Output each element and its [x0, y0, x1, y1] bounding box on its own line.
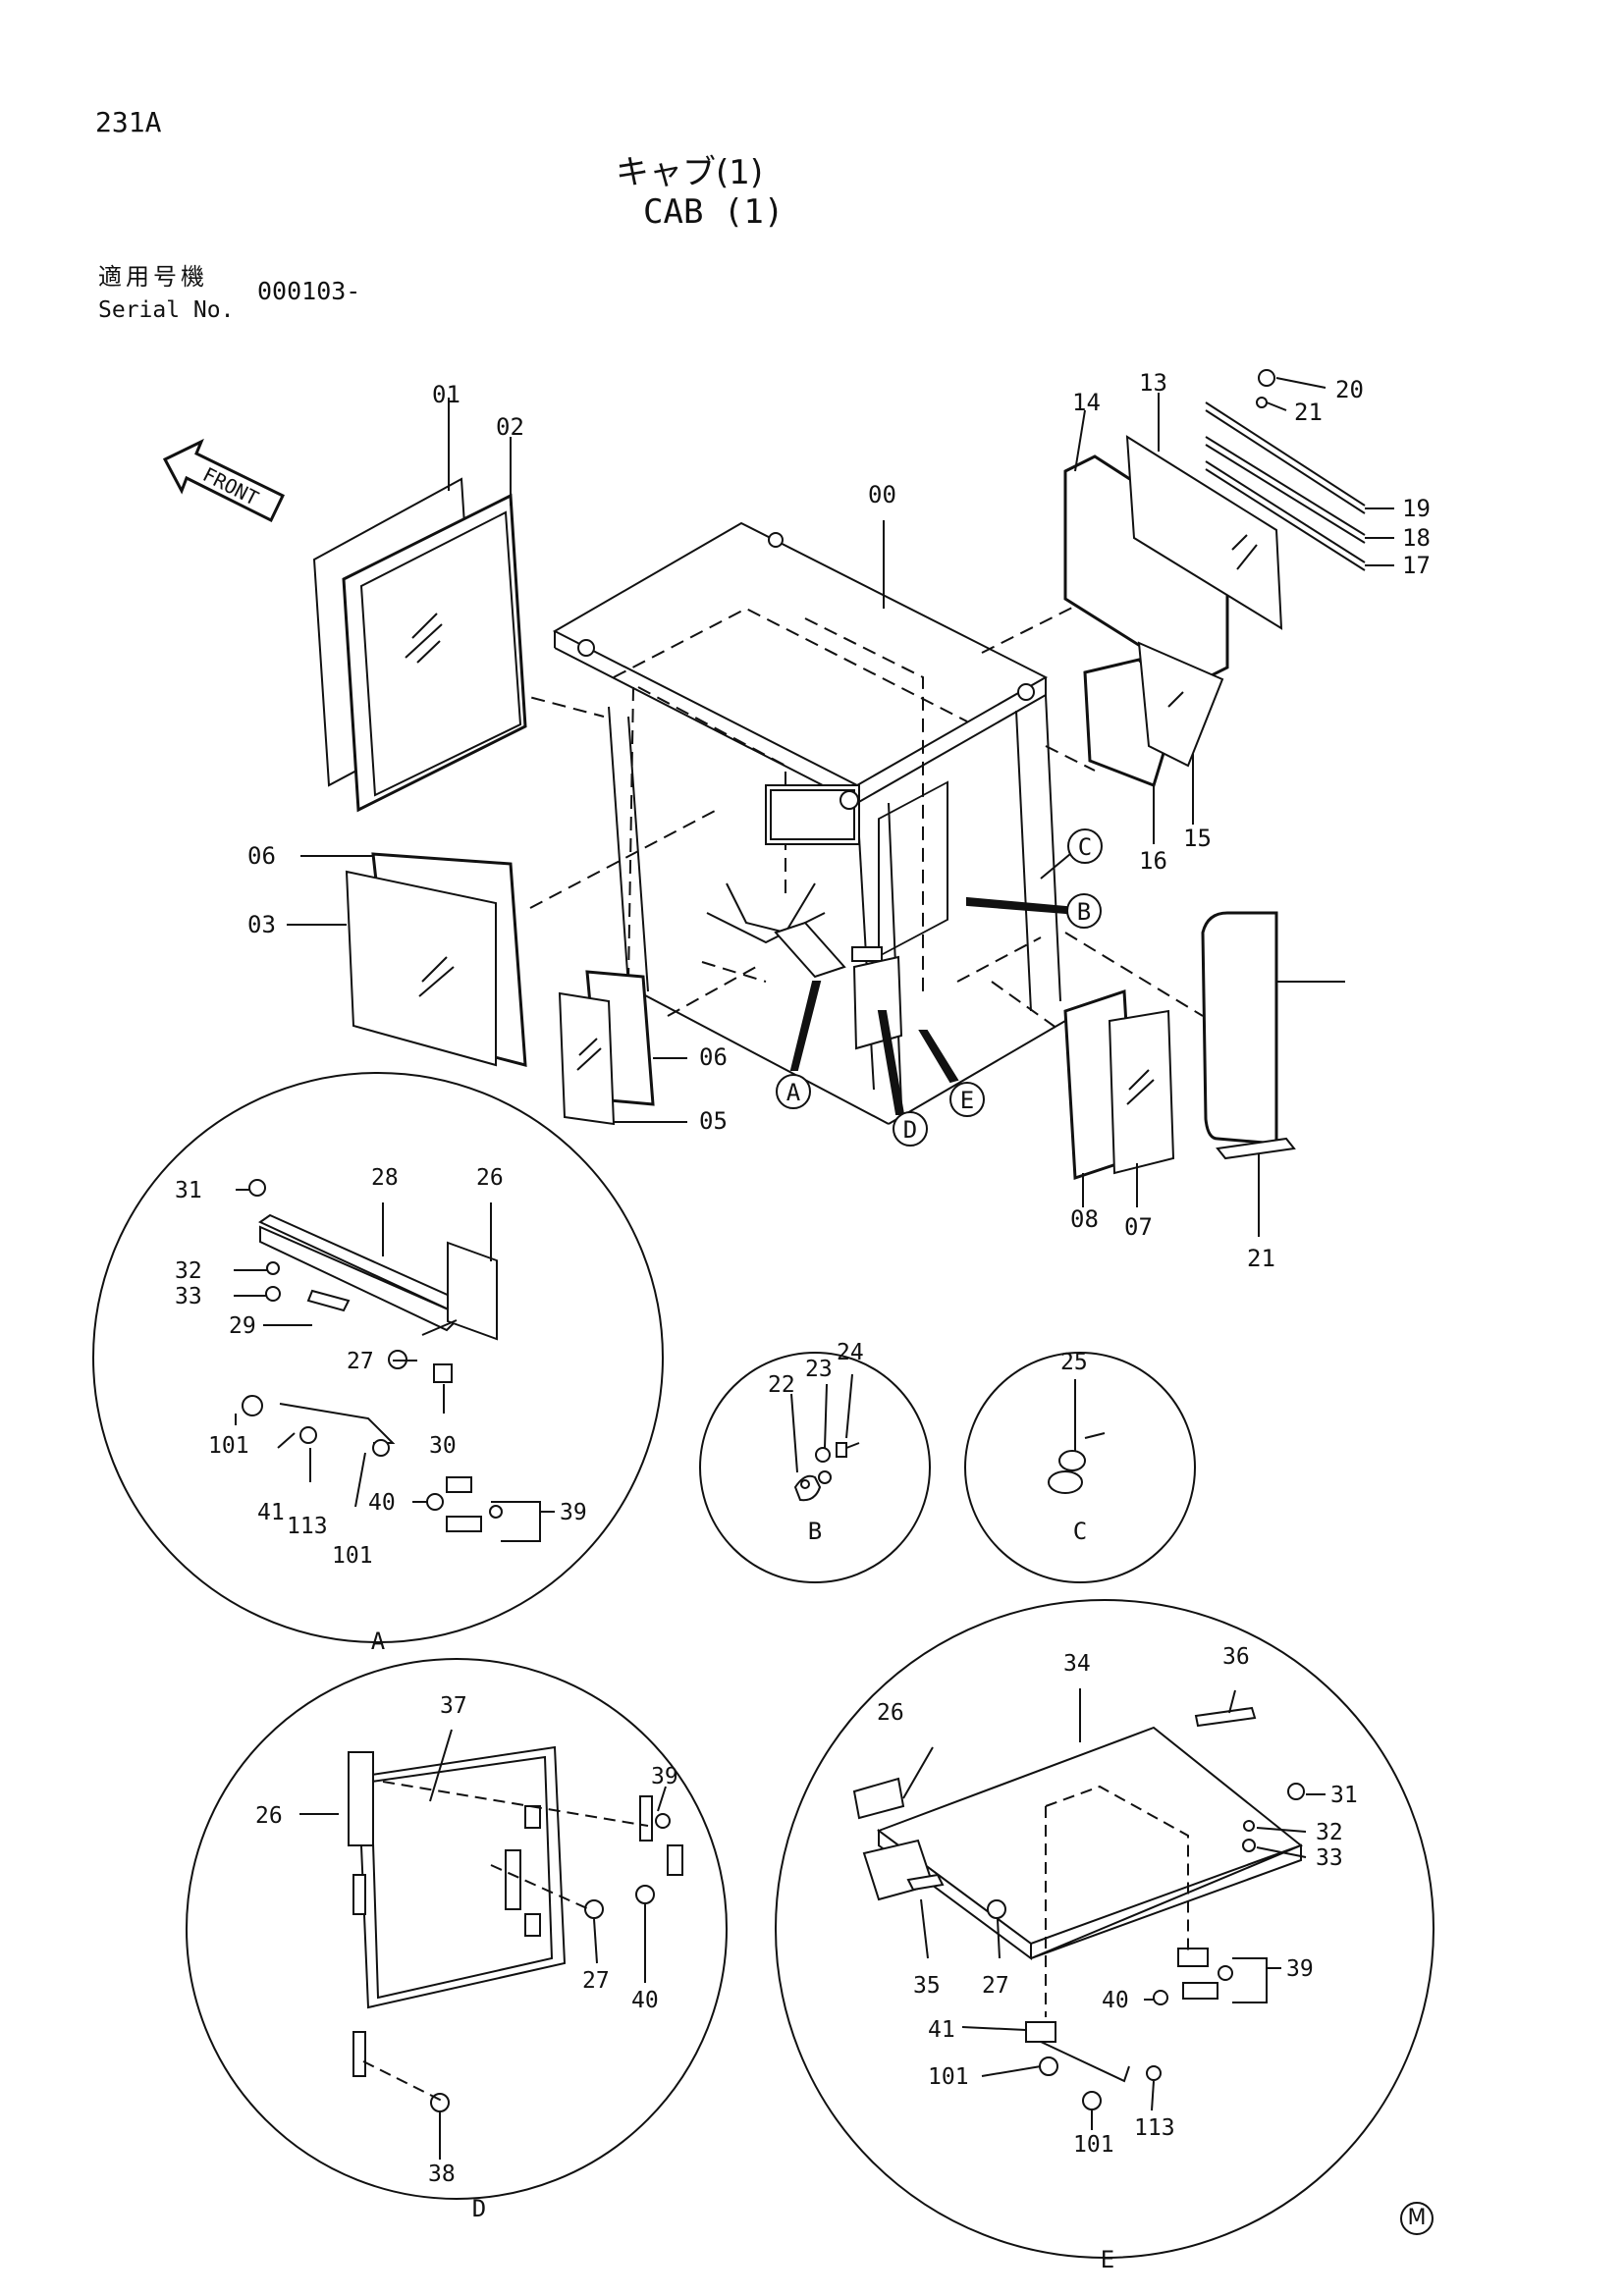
e-callout-113: 113	[1134, 2115, 1175, 2141]
d-callout-39: 39	[651, 1764, 678, 1789]
marker-b: B	[1077, 898, 1091, 926]
a-callout-27: 27	[347, 1349, 374, 1374]
e-callout-39: 39	[1286, 1956, 1314, 1982]
a-callout-101a: 101	[208, 1433, 249, 1459]
e-callout-32: 32	[1316, 1820, 1343, 1845]
a-callout-39: 39	[560, 1500, 587, 1525]
part-20-seal	[1201, 911, 1278, 1146]
callout-01: 01	[432, 381, 460, 408]
callout-14: 16	[1139, 847, 1167, 875]
marker-a: A	[786, 1079, 801, 1106]
a-callout-29: 29	[229, 1313, 256, 1339]
serial-value: 000103-	[257, 277, 361, 305]
d-callout-27: 27	[582, 1968, 610, 1994]
d-callout-40: 40	[631, 1988, 659, 2013]
callout-17: 19	[1402, 495, 1431, 522]
a-callout-30: 30	[429, 1433, 457, 1459]
callout-08: 08	[1070, 1205, 1099, 1233]
detail-b-label: B	[808, 1518, 822, 1545]
e-callout-36: 36	[1222, 1644, 1250, 1670]
detail-circles	[92, 1072, 1435, 2259]
callout-18: 20	[1335, 376, 1364, 403]
e-callout-40: 40	[1102, 1988, 1129, 2013]
part-07-glass	[1108, 1009, 1175, 1175]
part-03-glass	[345, 870, 497, 1067]
detail-e-label: E	[1101, 2246, 1114, 2273]
e-callout-35: 35	[913, 1973, 941, 1999]
e-callout-101b: 101	[1073, 2132, 1114, 2158]
a-callout-32: 32	[175, 1258, 202, 1284]
callout-19: 21	[1294, 399, 1323, 426]
a-callout-113: 113	[287, 1514, 328, 1539]
e-callout-33: 33	[1316, 1845, 1343, 1871]
e-callout-26: 26	[877, 1700, 904, 1726]
part-02-seal	[342, 493, 527, 813]
callout-06: 06	[699, 1043, 728, 1071]
d-callout-38: 38	[428, 2162, 456, 2187]
callout-02: 02	[496, 413, 524, 441]
front-arrow-icon: FRONT	[162, 438, 285, 523]
serial-label-jp: 適用号機	[98, 263, 208, 291]
part-13-glass	[1137, 641, 1224, 768]
page-title-jp: キャブ(1)	[616, 153, 764, 192]
parts-15-17-rods	[1205, 401, 1366, 571]
callout-21: 21	[1247, 1245, 1275, 1272]
e-callout-101a: 101	[928, 2064, 969, 2090]
marker-c: C	[1078, 833, 1092, 861]
a-callout-26: 26	[476, 1165, 504, 1191]
e-callout-27: 27	[982, 1973, 1009, 1999]
a-callout-41: 41	[257, 1500, 285, 1525]
detail-d-drawing	[348, 1745, 683, 2112]
part-12-seal	[1063, 454, 1229, 684]
marker-e: E	[960, 1087, 974, 1114]
e-callout-34: 34	[1063, 1651, 1091, 1677]
callout-11: 13	[1139, 369, 1167, 397]
detail-a-drawing	[242, 1179, 503, 1532]
c-callout-25: 25	[1060, 1350, 1088, 1375]
a-callout-40: 40	[368, 1490, 396, 1516]
detail-d-label: D	[472, 2195, 486, 2222]
e-callout-31: 31	[1330, 1783, 1358, 1808]
callout-07: 07	[1124, 1213, 1153, 1241]
detail-c-drawing	[1048, 1379, 1106, 1494]
part-05-glass	[558, 991, 616, 1126]
callout-15: 17	[1402, 552, 1431, 579]
serial-label-en: Serial No.	[98, 297, 235, 323]
page-code: 231A	[95, 106, 162, 138]
page-title-en: CAB (1)	[643, 192, 785, 232]
marker-d: D	[903, 1116, 917, 1144]
callout-12: 14	[1072, 389, 1101, 416]
b-callout-24: 24	[837, 1340, 864, 1365]
b-callout-22: 22	[768, 1372, 795, 1398]
d-callout-26: 26	[255, 1803, 283, 1829]
detail-e-drawing	[852, 1706, 1305, 2110]
detail-b-drawing	[790, 1373, 860, 1502]
a-callout-31: 31	[175, 1178, 202, 1203]
callout-00: 00	[868, 481, 896, 508]
callout-04: 06	[247, 842, 276, 870]
m-mark-icon: M	[1400, 2202, 1434, 2235]
callout-13: 15	[1183, 825, 1212, 852]
part-11-glass	[1125, 435, 1283, 630]
part-21-strip	[1216, 1137, 1296, 1160]
e-callout-41: 41	[928, 2017, 955, 2043]
a-callout-33: 33	[175, 1284, 202, 1309]
a-callout-101b: 101	[332, 1543, 373, 1569]
d-callout-37: 37	[440, 1693, 467, 1719]
callout-05: 05	[699, 1107, 728, 1135]
a-callout-28: 28	[371, 1165, 399, 1191]
detail-c-label: C	[1073, 1518, 1087, 1545]
callout-16: 18	[1402, 524, 1431, 552]
parts-18-19-screws	[1256, 369, 1275, 408]
callout-03: 03	[247, 911, 276, 938]
detail-a-label: A	[371, 1628, 386, 1655]
cab-frame	[552, 521, 1071, 1125]
b-callout-23: 23	[805, 1357, 833, 1382]
